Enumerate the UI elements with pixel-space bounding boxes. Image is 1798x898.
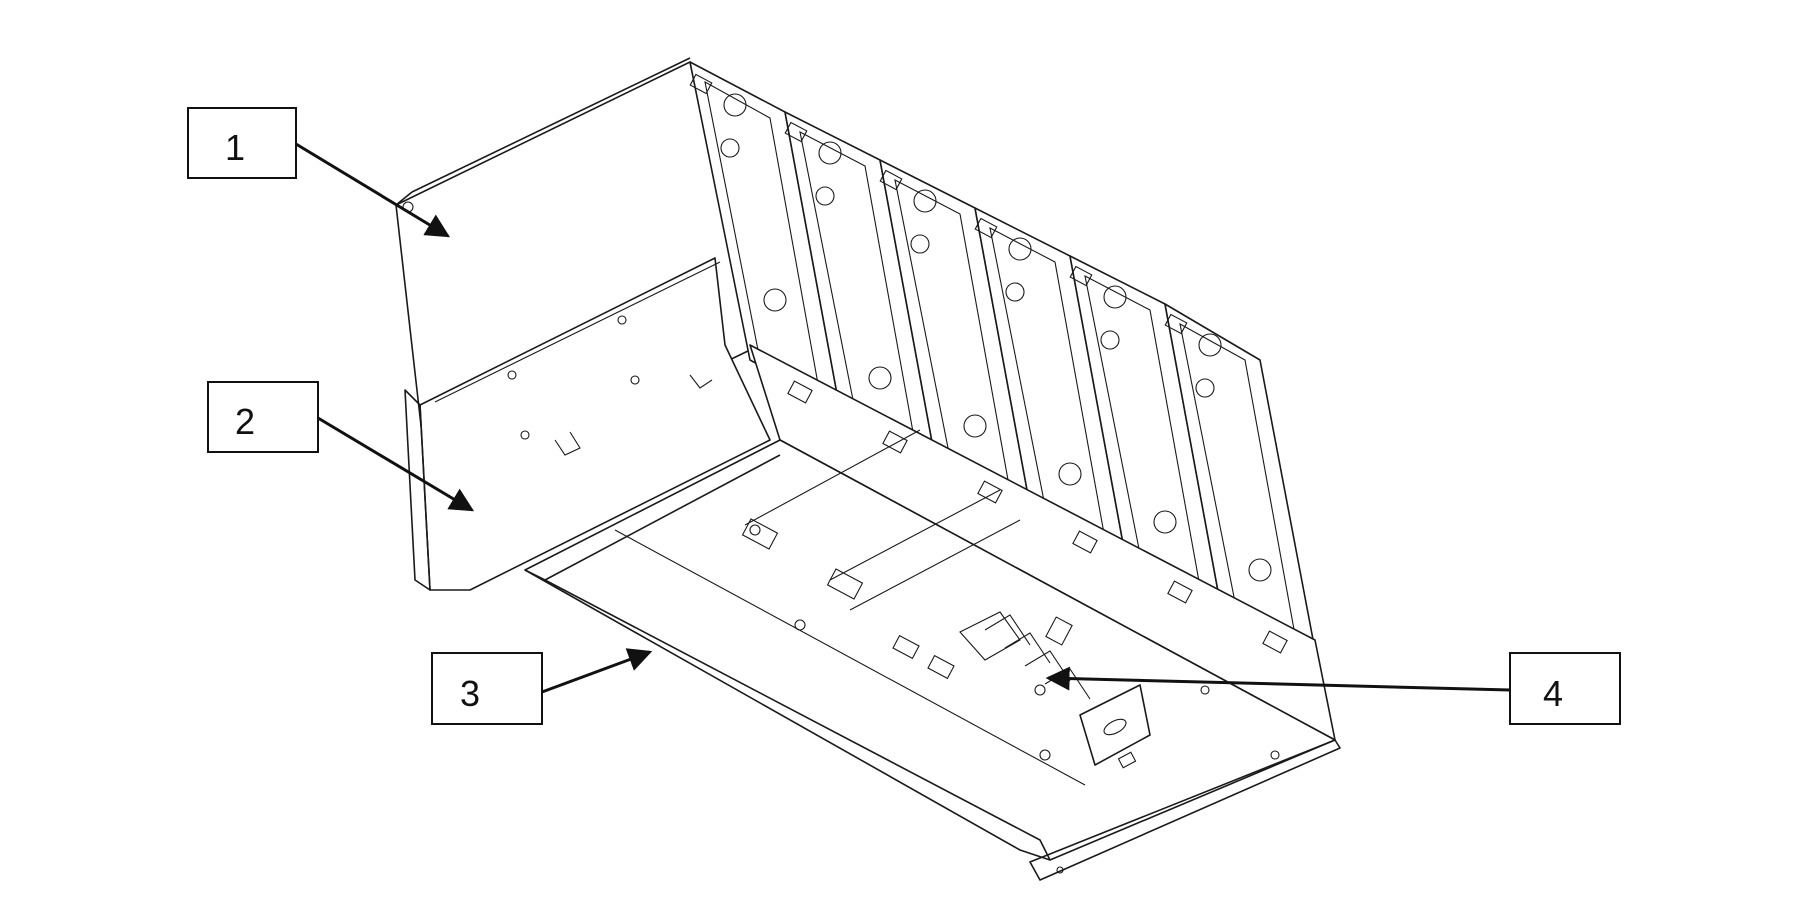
callout-3: 3 <box>431 648 653 725</box>
callout-3-label: 3 <box>460 673 480 714</box>
callout-2-label: 2 <box>235 401 255 442</box>
mainboard <box>741 429 1151 769</box>
enclosure-drawing <box>395 57 1341 881</box>
callout-1-label: 1 <box>225 127 245 168</box>
callout-1: 1 <box>187 107 451 238</box>
callout-2: 2 <box>207 381 475 512</box>
callout-4-label: 4 <box>1543 673 1563 714</box>
drive-bay <box>689 61 841 411</box>
callout-4: 4 <box>1045 652 1621 725</box>
front-bracket <box>404 257 771 591</box>
drive-bays <box>689 61 1316 651</box>
